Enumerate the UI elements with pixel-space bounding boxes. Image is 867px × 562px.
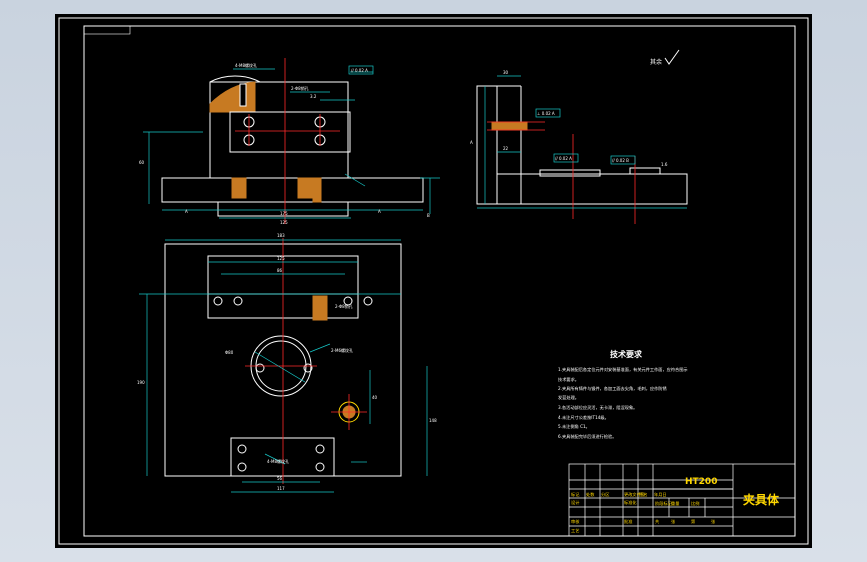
- plan-dim-86: 86: [277, 268, 283, 273]
- tb-cell: 张: [671, 518, 676, 525]
- tb-cell: 年月日: [654, 491, 667, 498]
- side-view: [476, 85, 688, 205]
- front-view-dimensions: [143, 65, 440, 219]
- plan-view-labels: 183 125 86 190 117 56 148 40 Φ80 2-M6螺纹孔…: [137, 233, 437, 491]
- corner-box: [83, 25, 131, 35]
- drawing-svg: 4-M8螺纹孔 2-Φ8销孔 60 175 125 // 0.02 A A A …: [58, 17, 809, 545]
- title-block: [568, 463, 796, 537]
- side-rough: 1.6: [661, 162, 668, 167]
- tech-req-line: 6.夹具装配完毕后须进行检验。: [558, 433, 616, 440]
- tech-req-line: 4.未注尺寸公差按IT14级。: [558, 414, 609, 421]
- front-dim-175: 175: [280, 211, 288, 216]
- front-view-centerlines: [235, 58, 340, 224]
- front-rough: 3.2: [310, 94, 317, 99]
- front-hole-note: 4-M8螺纹孔: [235, 62, 257, 68]
- plan-hole-note3: 2-Φ8销孔: [335, 303, 353, 309]
- front-view-labels: 4-M8螺纹孔 2-Φ8销孔 60 175 125 // 0.02 A A A …: [139, 62, 430, 225]
- title-block-text: 标记 处数 分区 更改文件号 签名 年月日 设计 标准化 审核 工艺 批准 阶段…: [571, 491, 716, 533]
- plan-dim-190: 190: [137, 380, 145, 385]
- tb-cell: 审核: [571, 518, 580, 525]
- plan-dim-125: 125: [277, 256, 285, 261]
- inner-frame: [83, 25, 796, 537]
- plan-dim-40: 40: [372, 395, 378, 400]
- tol-frame-3: // 0.02 A: [555, 156, 572, 161]
- plan-view-centerlines: [245, 238, 367, 484]
- tb-cell: 处数: [586, 491, 595, 498]
- upright-block: [209, 81, 349, 179]
- tb-cell: 标准化: [624, 499, 637, 506]
- tb-name: 夹具体: [743, 492, 780, 507]
- side-view-centerlines: [487, 121, 636, 224]
- tech-req-line: 发蓝处理。: [558, 394, 579, 401]
- hatch-section-4: [312, 177, 322, 203]
- tb-cell: 工艺: [571, 528, 579, 533]
- tol-frame-1: // 0.02 A: [351, 68, 368, 73]
- side-upright: [476, 85, 498, 205]
- plan-dim-148: 148: [429, 418, 437, 423]
- tb-cell: 重量: [671, 500, 679, 507]
- side-clamp: [629, 167, 661, 175]
- tech-req-title: 技术要求: [610, 349, 643, 359]
- tol-frame-2: ⊥ 0.02 A: [537, 111, 555, 116]
- plan-hole-note2: 4-M8螺纹孔: [267, 458, 289, 464]
- tb-cell: 阶段标记: [655, 500, 673, 507]
- plan-hatch: [312, 295, 328, 321]
- side-dim-22: 22: [503, 146, 509, 151]
- plan-clamp: [230, 437, 335, 477]
- tb-cell: 更改文件号: [624, 491, 645, 498]
- front-view: [161, 75, 424, 217]
- tb-cell: 标记: [571, 491, 580, 498]
- tb-cell: 分区: [601, 491, 609, 498]
- drawing-canvas[interactable]: 4-M8螺纹孔 2-Φ8销孔 60 175 125 // 0.02 A A A …: [55, 14, 812, 548]
- roughness-icon: [664, 49, 680, 65]
- front-hole-note2: 2-Φ8销孔: [291, 85, 309, 91]
- datum-a2: A: [378, 209, 381, 214]
- bottom-key: [217, 201, 349, 217]
- tb-cell: 批准: [624, 518, 632, 525]
- plan-hole-note1: 2-M6螺纹孔: [331, 347, 353, 353]
- plan-view-dimensions: [139, 239, 428, 493]
- tech-req-line: 5.未注倒角 C1。: [558, 423, 590, 430]
- hatch-section-1: [209, 81, 256, 113]
- tb-cell: 设计: [571, 499, 579, 506]
- tech-req-line: 3.各活动部位应灵活，无卡滞，阻涩现象。: [558, 404, 637, 411]
- plan-dia: Φ80: [225, 350, 234, 355]
- outer-frame: [58, 17, 809, 545]
- tech-req-line: 2.夹具所有铸件与锻件，各加工面去尖角，毛刺，应作防锈: [558, 385, 667, 392]
- plan-dim-117: 117: [277, 486, 285, 491]
- hatch-section-3: [297, 177, 313, 199]
- side-key: [539, 169, 601, 177]
- side-hatch: [491, 121, 528, 131]
- tech-req-line: 1.夹具装配后各定位元件对安装基准面，有关元件工作面，应符合图示: [558, 366, 688, 373]
- tech-requirements: 技术要求 1.夹具装配后各定位元件对安装基准面，有关元件工作面，应符合图示 技术…: [558, 349, 688, 440]
- plan-dim-183: 183: [277, 233, 285, 238]
- roughness-symbol-group: 其余: [650, 49, 680, 66]
- tol-frame-4: // 0.02 B: [612, 158, 629, 163]
- front-dim-125: 125: [280, 220, 288, 225]
- top-arc: [209, 75, 261, 83]
- datum-a1: A: [185, 209, 188, 214]
- side-view-dimensions: [477, 75, 687, 209]
- datum-b1: B: [427, 213, 430, 218]
- side-dim-30: 30: [503, 70, 509, 75]
- tb-cell: 比例: [691, 500, 699, 507]
- front-dim-60: 60: [139, 160, 145, 165]
- tech-req-line: 技术要求。: [558, 376, 579, 383]
- side-datum: A: [470, 140, 473, 145]
- slot-1: [239, 83, 247, 107]
- roughness-label: 其余: [650, 58, 662, 66]
- tb-cell: 签名: [639, 491, 647, 498]
- hole-panel: [229, 111, 351, 153]
- base-plate: [161, 177, 424, 203]
- tb-material: HT200: [685, 477, 717, 487]
- plan-dim-56: 56: [277, 476, 283, 481]
- hatch-section-2: [231, 177, 247, 199]
- tb-cell: 第: [691, 518, 695, 525]
- tb-cell: 共: [655, 518, 659, 525]
- side-view-labels: 30 22 ⊥ 0.02 A // 0.02 A // 0.02 B 1.6 A: [470, 70, 668, 167]
- tb-cell: 张: [711, 518, 716, 525]
- side-base: [496, 173, 688, 205]
